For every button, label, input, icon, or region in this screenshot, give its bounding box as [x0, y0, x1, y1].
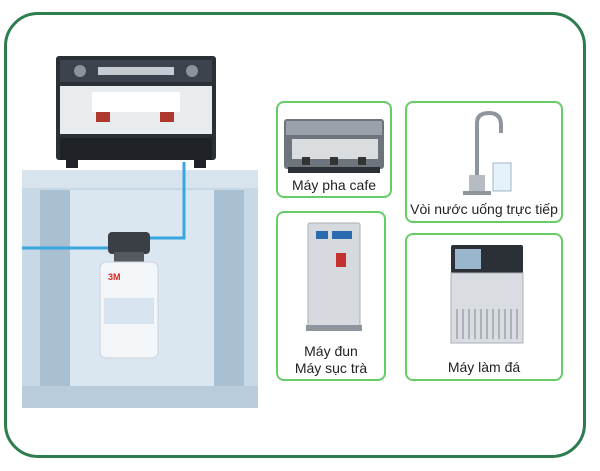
ice-machine-icon — [450, 245, 524, 344]
coffee-machine-icon — [284, 119, 384, 173]
card-label-line2: Máy sục trà — [294, 360, 368, 376]
drinking-faucet-icon — [463, 110, 512, 195]
card-label-line1: Máy đun — [304, 343, 358, 359]
card-ice-machine: Máy làm đá — [405, 233, 563, 381]
card-label: Vòi nước uống trực tiếp — [410, 201, 558, 217]
card-water-boiler: Máy đun Máy sục trà — [276, 211, 386, 381]
water-line — [22, 162, 186, 250]
filter-brand-text: 3M — [108, 272, 121, 282]
water-boiler-icon — [306, 222, 362, 331]
espresso-machine-icon — [56, 56, 216, 168]
card-coffee-machine: Máy pha cafe — [276, 101, 392, 198]
card-label: Máy pha cafe — [291, 177, 377, 193]
card-drinking-faucet: Vòi nước uống trực tiếp — [405, 101, 563, 223]
card-label: Máy làm đá — [447, 359, 521, 375]
water-filter-cartridge-icon: 3M — [99, 232, 159, 359]
